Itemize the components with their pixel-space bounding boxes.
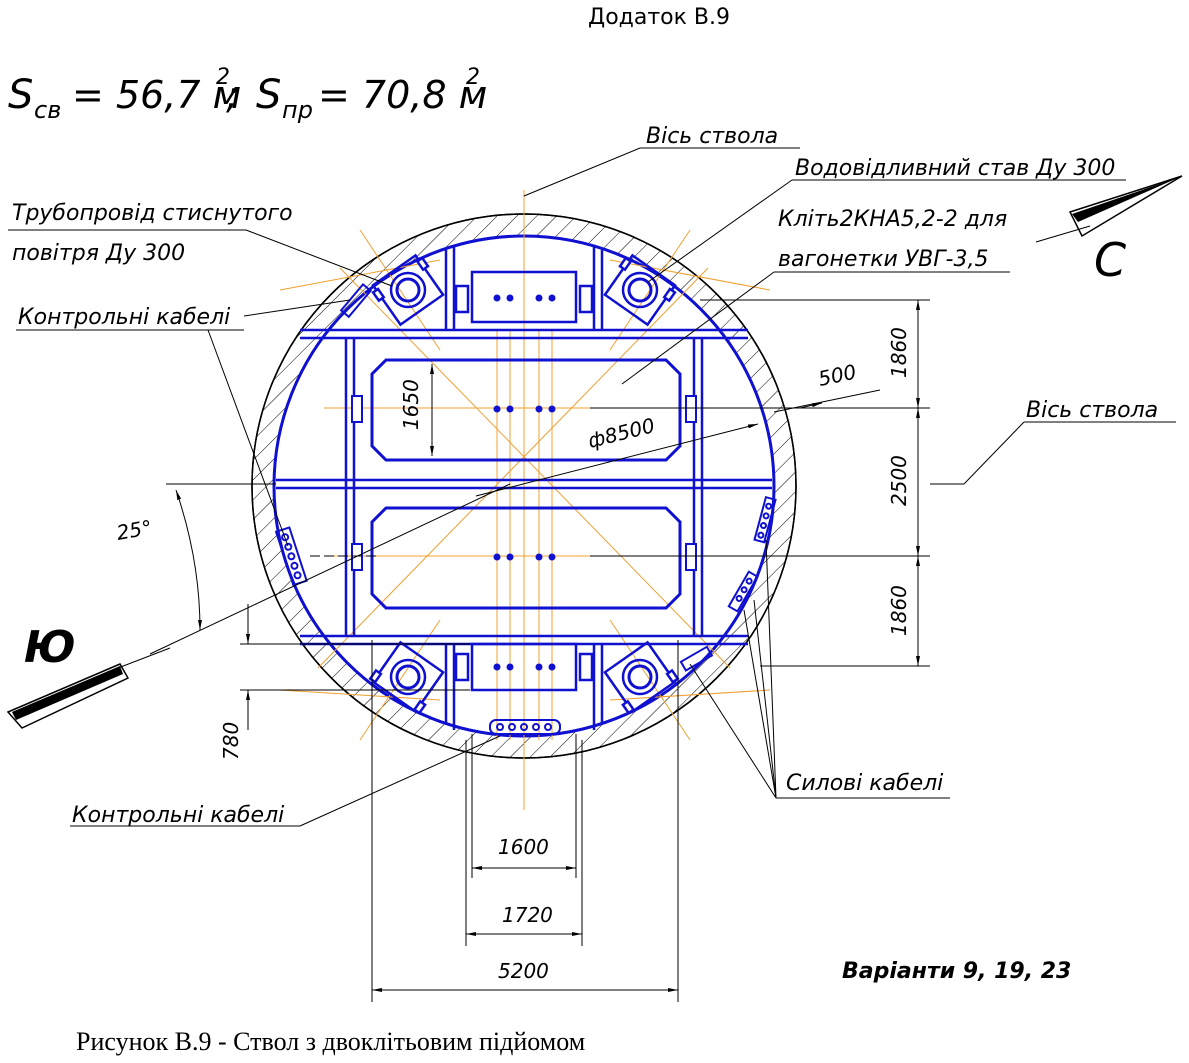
dim-1600: 1600 bbox=[498, 835, 549, 859]
leader-lines bbox=[8, 147, 1176, 827]
formula-separator: ; bbox=[226, 73, 239, 117]
s-pr-value: = 70,8 м bbox=[318, 73, 487, 117]
dim-2500: 2500 bbox=[887, 455, 911, 506]
angle-dimension bbox=[149, 483, 511, 655]
compartment-bottom-ropes bbox=[493, 663, 556, 671]
s-sv-superscript: 2 bbox=[216, 65, 230, 90]
s-sv-value: = 56,7 м bbox=[72, 73, 241, 117]
s-sv-subscript: св bbox=[34, 96, 61, 124]
pipe-top-right bbox=[603, 253, 677, 327]
s-pr-superscript: 2 bbox=[466, 65, 480, 90]
dim-1650: 1650 bbox=[399, 379, 423, 430]
cage-lower bbox=[351, 506, 697, 610]
dim-1720: 1720 bbox=[502, 903, 553, 927]
cable-bracket-right-lower bbox=[727, 570, 759, 613]
compass-north-label: С bbox=[1094, 233, 1126, 287]
pipe-top-left bbox=[371, 253, 445, 327]
dim-1860-top: 1860 bbox=[887, 327, 911, 378]
s-sv-letter: S bbox=[8, 72, 33, 118]
cable-bracket-bottom bbox=[489, 719, 561, 735]
pipe-bottom-left bbox=[368, 640, 445, 715]
label-power-cables: Силові кабелі bbox=[786, 771, 943, 796]
compartment-bottom bbox=[454, 642, 594, 692]
variants-label: Варіанти 9, 19, 23 bbox=[842, 959, 1071, 984]
label-control-cables-top: Контрольні кабелі bbox=[18, 305, 230, 330]
compartment-top bbox=[454, 270, 594, 324]
label-air-pipe-line2: повітря Ду 300 bbox=[12, 241, 185, 266]
north-arrow-icon bbox=[1035, 175, 1183, 243]
s-pr-subscript: пр bbox=[282, 96, 313, 124]
label-water-pipe: Водовідливний став Ду 300 bbox=[795, 156, 1115, 181]
pipe-bottom-right bbox=[603, 640, 680, 715]
south-arrow-icon bbox=[6, 647, 171, 729]
cage-upper bbox=[351, 358, 697, 462]
dim-angle-25: 25° bbox=[115, 515, 154, 545]
dim-780-lines bbox=[240, 604, 470, 730]
compartment-top-ropes bbox=[493, 294, 556, 302]
label-cage-line2: вагонетки УВГ-3,5 bbox=[778, 247, 988, 272]
label-air-pipe-line1: Трубопровід стиснутого bbox=[12, 201, 293, 226]
axis-lines bbox=[279, 190, 771, 810]
label-shaft-axis-top: Вісь ствола bbox=[646, 124, 778, 149]
shaft-steelwork bbox=[276, 245, 772, 730]
bottom-horizontal-dimensions bbox=[371, 640, 679, 1002]
s-pr-letter: S bbox=[256, 72, 281, 118]
cable-bracket-bottom-right bbox=[679, 645, 714, 672]
cable-bracket-top-left bbox=[339, 282, 373, 319]
dim-5200: 5200 bbox=[498, 959, 549, 983]
appendix-title: Додаток В.9 bbox=[588, 5, 730, 30]
label-cage-line1: Кліть2КНА5,2-2 для bbox=[778, 207, 1007, 232]
dim-780: 780 bbox=[219, 722, 243, 760]
label-control-cables-bottom: Контрольні кабелі bbox=[72, 803, 284, 828]
dim-1860-bottom: 1860 bbox=[887, 585, 911, 636]
label-shaft-axis-right: Вісь ствола bbox=[1026, 398, 1158, 423]
compass-south-label: Ю bbox=[24, 622, 76, 673]
right-vertical-dimensions bbox=[590, 299, 930, 667]
cable-bracket-right-upper bbox=[753, 495, 777, 544]
figure-caption: Рисунок В.9 - Ствол з двоклітьовим підйо… bbox=[76, 1027, 585, 1056]
area-formula: S св = 56,7 м 2 ; S пр = 70,8 м 2 bbox=[8, 65, 487, 124]
dim-500: 500 bbox=[816, 359, 858, 390]
